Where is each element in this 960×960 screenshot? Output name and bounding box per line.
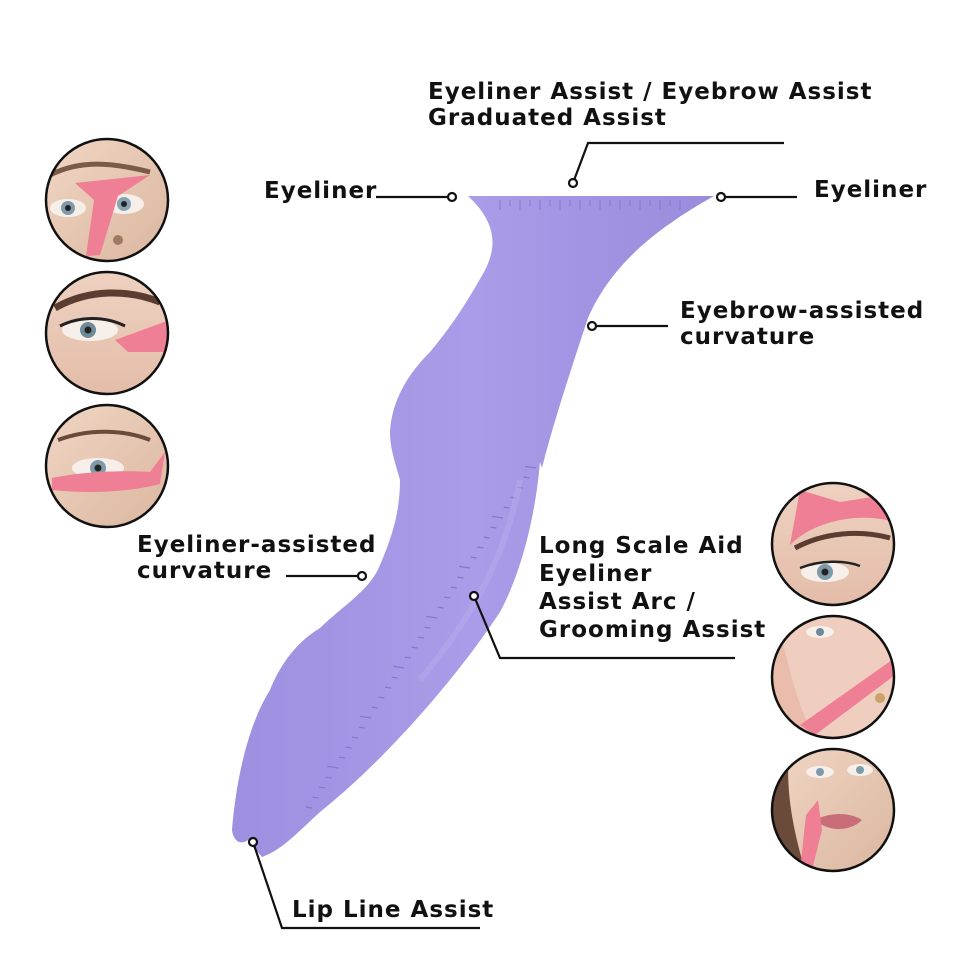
scale-tick	[417, 636, 425, 639]
graduated-assist-line-2: Graduated Assist	[428, 105, 667, 131]
scale-tick	[404, 656, 411, 659]
long-scale-line-1: Long Scale Aid	[539, 533, 744, 559]
top-scale	[499, 200, 681, 210]
scale-tick	[424, 626, 431, 629]
eyeliner-wing-photo	[44, 270, 170, 396]
scale-tick	[325, 776, 332, 779]
long-scale-line-3: Assist Arc /	[539, 589, 696, 615]
cheek-contour-photo	[770, 614, 896, 740]
long-scale-line-2: Eyeliner	[539, 561, 653, 587]
eyeliner-right-text: Eyeliner	[814, 177, 928, 203]
scale-tick	[338, 756, 346, 759]
scale-tick	[457, 576, 464, 579]
long-scale-label: Long Scale Aid Eyeliner Assist Arc / Gro…	[539, 532, 766, 644]
scale-tick	[391, 676, 398, 679]
scale-tick	[483, 536, 490, 539]
eyebrow-curvature-line-2: curvature	[680, 324, 816, 350]
eyeliner-curvature-line-2: curvature	[137, 558, 273, 584]
eyebrow-curvature-label: Eyebrow-assisted curvature	[680, 298, 924, 350]
scale-tick	[378, 696, 385, 699]
scale-tick	[523, 476, 530, 479]
lip-line-photo	[770, 747, 896, 873]
graduated-assist-label: Eyeliner Assist / Eyebrow Assist Graduat…	[428, 79, 872, 131]
scale-tick	[371, 706, 378, 709]
scale-tick	[393, 665, 405, 669]
scale-tick	[426, 615, 438, 619]
scale-tick	[312, 796, 319, 799]
stencil-body	[232, 196, 714, 857]
eyeliner-left-text: Eyeliner	[264, 178, 378, 204]
scale-tick	[437, 606, 444, 609]
scale-tick	[524, 465, 537, 469]
scale-tick	[358, 726, 365, 729]
scale-tick	[470, 556, 477, 559]
eyebrow-shaping-photo	[770, 481, 896, 607]
scale-tick	[503, 506, 510, 509]
scale-tick	[305, 806, 313, 809]
eyeliner-curvature-label: Eyeliner-assisted curvature	[137, 532, 376, 584]
scale-tick	[411, 646, 418, 649]
scale-tick	[327, 765, 339, 769]
scale-tick	[477, 546, 484, 549]
scale-tick	[345, 746, 352, 749]
eyeliner-curvature-line-1: Eyeliner-assisted	[137, 532, 377, 558]
stencil-tool	[232, 196, 714, 857]
lip-line-text: Lip Line Assist	[292, 897, 495, 923]
eyeliner-left-label: Eyeliner	[264, 178, 377, 204]
eye-contour-photo	[44, 403, 170, 529]
scale-tick	[450, 586, 458, 589]
eyeliner-application-photo	[44, 137, 170, 263]
graduated-assist-line-1: Eyeliner Assist / Eyebrow Assist	[428, 79, 873, 105]
scale-tick	[352, 736, 359, 739]
long-scale	[305, 465, 537, 809]
scale-tick	[319, 786, 326, 789]
leader-lines	[247, 141, 797, 930]
long-scale-line-4: Grooming Assist	[539, 617, 767, 643]
eyebrow-curvature-line-1: Eyebrow-assisted	[680, 298, 925, 324]
scale-tick	[459, 565, 471, 569]
lip-line-label: Lip Line Assist	[292, 897, 494, 923]
scale-tick	[360, 715, 372, 719]
scale-tick	[490, 526, 497, 529]
scale-tick	[491, 515, 504, 519]
eyeliner-right-label: Eyeliner	[814, 177, 927, 203]
scale-tick	[444, 596, 451, 599]
scale-tick	[384, 686, 392, 689]
